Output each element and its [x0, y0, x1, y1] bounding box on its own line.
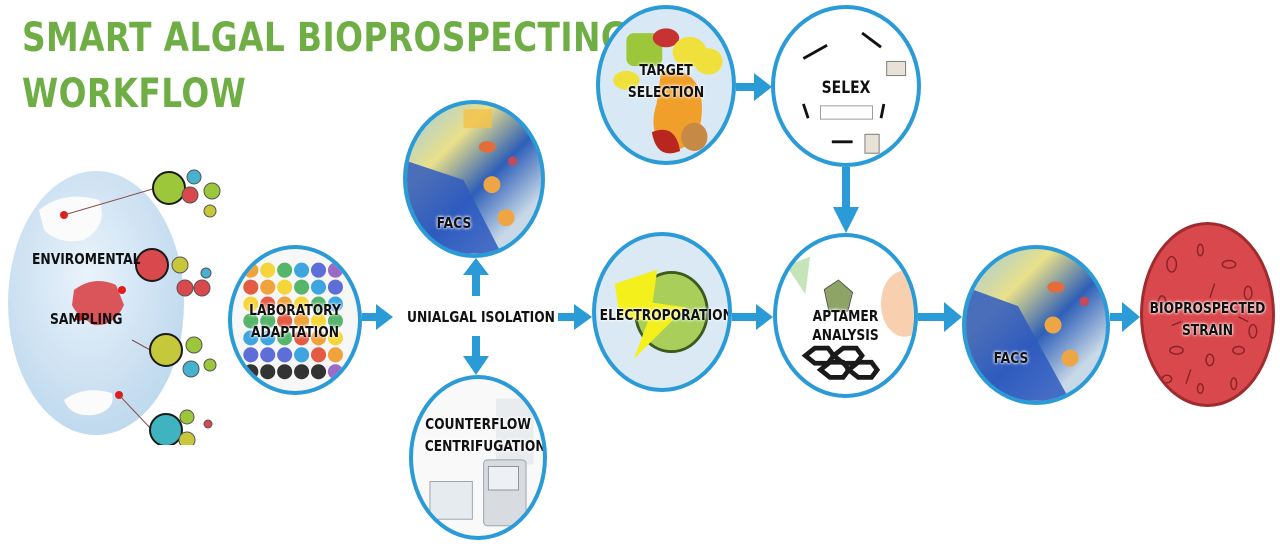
- electroporation-node: ELECTROPORATION: [592, 232, 732, 392]
- laboratory-adaptation-node: LABORATORY ADAPTATION: [228, 245, 362, 395]
- arrow-down-icon: [833, 167, 859, 233]
- environmental-sampling-node: ENVIROMENTAL SAMPLING: [4, 165, 221, 445]
- arrow-right-icon: [918, 302, 962, 332]
- laboratory-adaptation-label-line-2: ADAPTATION: [251, 323, 339, 341]
- well-plate-icon: [243, 262, 343, 380]
- unialgal-isolation-label: UNIALGAL ISOLATION: [407, 308, 555, 326]
- algae-cells-icon: [1157, 243, 1258, 395]
- target-selection-label-line-1: TARGET: [639, 61, 693, 79]
- target-selection-node: TARGET SELECTION: [596, 5, 736, 165]
- facs-right-label: FACS: [993, 349, 1029, 367]
- counterflow-centrifugation-node: COUNTERFLOW CENTRIFUGATION: [409, 375, 547, 540]
- cell-sorter-icon: [407, 109, 518, 254]
- facs-right-node: FACS: [962, 245, 1110, 405]
- diagram-title: SMART ALGAL BIOPROSPECTING WORKFLOW: [22, 10, 628, 122]
- lightning-cell-icon: [614, 269, 709, 360]
- arrow-down-icon: [463, 336, 489, 375]
- title-line-1: SMART ALGAL BIOPROSPECTING: [22, 15, 629, 61]
- bioprospected-label-line-1: BIOPROSPECTED: [1149, 299, 1266, 317]
- bioprospected-label-line-2: STRAIN: [1181, 321, 1234, 339]
- arrow-right-icon: [558, 304, 592, 330]
- cell-sorter-icon: [966, 281, 1089, 401]
- centrifuge-icon: [429, 398, 534, 527]
- selex-cycle-icon: [802, 31, 907, 154]
- arrow-up-icon: [463, 258, 489, 296]
- environmental-label-line-1: ENVIROMENTAL: [32, 250, 141, 268]
- arrow-right-icon: [736, 73, 772, 101]
- environmental-label-line-2: SAMPLING: [50, 310, 123, 328]
- target-selection-label-line-2: SELECTION: [627, 83, 705, 101]
- electroporation-label: ELECTROPORATION: [599, 306, 732, 324]
- aptamer-analysis-label: APTAMER ANALYSIS: [812, 307, 879, 344]
- arrow-right-icon: [362, 304, 393, 330]
- target-molecules-icon: [613, 28, 723, 154]
- aptamer-analysis-node: APTAMER ANALYSIS: [773, 233, 918, 398]
- counterflow-label-line-2: CENTRIFUGATION: [424, 437, 546, 455]
- bioprospected-strain-node: BIOPROSPECTED STRAIN: [1140, 222, 1275, 407]
- globe-icon: [8, 169, 221, 445]
- aptamer-structure-icon: [786, 256, 914, 380]
- arrow-right-icon: [732, 304, 773, 330]
- title-line-2: WORKFLOW: [22, 71, 247, 117]
- counterflow-label-line-1: COUNTERFLOW: [425, 415, 531, 433]
- selex-label: SELEX: [821, 78, 871, 98]
- selex-node: SELEX: [771, 5, 921, 167]
- laboratory-adaptation-label-line-1: LABORATORY: [249, 301, 341, 319]
- facs-top-label: FACS: [436, 214, 472, 232]
- arrow-right-icon: [1110, 302, 1140, 332]
- facs-top-node: FACS: [403, 100, 545, 258]
